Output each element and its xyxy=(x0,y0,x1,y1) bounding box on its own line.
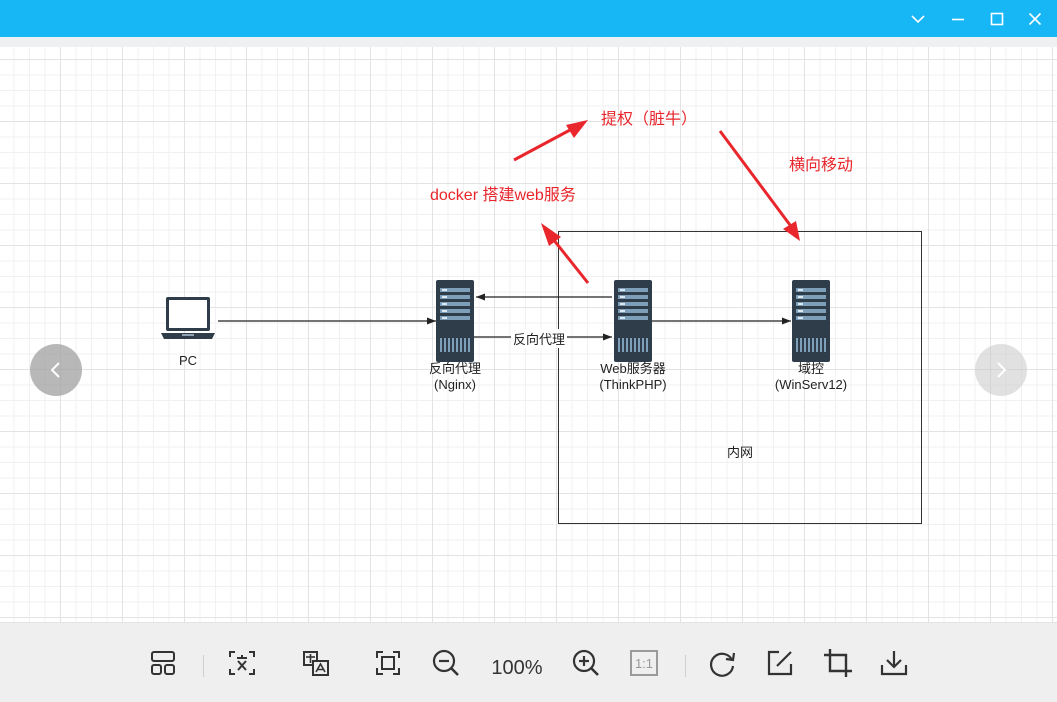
layout-button[interactable] xyxy=(143,643,183,683)
server-icon-domain-controller xyxy=(792,280,830,362)
toolbar-divider xyxy=(203,655,204,677)
crop-icon xyxy=(824,649,852,677)
laptop-icon xyxy=(161,297,215,339)
image-canvas[interactable]: 内网 反向代理 提权（脏牛） 横向移动 docker xyxy=(0,47,1057,622)
node-label-web-line1: Web服务器 xyxy=(600,361,666,376)
node-label-nginx-line1: 反向代理 xyxy=(428,361,481,376)
edit-button[interactable] xyxy=(760,643,800,683)
red-arrow-privilege xyxy=(513,120,588,162)
download-icon xyxy=(880,651,908,676)
previous-image-button[interactable] xyxy=(30,344,82,396)
title-bar xyxy=(0,0,1057,37)
zoom-in-button[interactable] xyxy=(566,643,606,683)
fit-screen-button[interactable] xyxy=(368,643,408,683)
zoom-out-icon xyxy=(432,649,459,676)
crop-button[interactable] xyxy=(818,643,858,683)
actual-size-icon: 1:1 xyxy=(630,650,658,676)
annotation-privilege-escalation: 提权（脏牛） xyxy=(601,111,698,128)
red-arrow-lateral xyxy=(718,130,800,241)
translate-icon xyxy=(303,651,329,676)
connectors xyxy=(218,120,800,341)
fit-screen-icon xyxy=(376,651,400,675)
next-image-button[interactable] xyxy=(975,344,1027,396)
title-bar-divider xyxy=(0,37,1057,47)
ocr-icon xyxy=(229,651,255,675)
node-label-dc-line1: 域控 xyxy=(797,361,824,376)
ocr-button[interactable] xyxy=(222,643,262,683)
annotation-docker-web: docker 搭建web服务 xyxy=(430,187,576,204)
node-label-nginx-line2: (Nginx) xyxy=(434,377,476,392)
intranet-zone-label: 内网 xyxy=(726,445,753,460)
zoom-in-icon xyxy=(572,649,599,676)
node-label-dc-line2: (WinServ12) xyxy=(774,377,848,392)
actual-size-button[interactable]: 1:1 xyxy=(624,643,664,683)
bottom-toolbar: 100% 1:1 xyxy=(0,622,1057,702)
intranet-zone xyxy=(558,231,922,524)
close-icon[interactable] xyxy=(1015,0,1055,37)
toolbar-divider xyxy=(685,655,686,677)
node-label-pc: PC xyxy=(178,353,198,368)
layout-icon xyxy=(151,651,175,675)
edit-icon xyxy=(767,650,793,676)
translate-button[interactable] xyxy=(296,643,336,683)
node-label-web-line2: (ThinkPHP) xyxy=(599,377,667,392)
chevron-down-icon[interactable] xyxy=(898,0,938,37)
chevron-left-icon xyxy=(50,362,60,378)
minimize-icon[interactable] xyxy=(938,0,978,37)
edge-label-reverse-proxy: 反向代理 xyxy=(511,329,568,348)
red-arrow-docker xyxy=(541,223,590,284)
download-button[interactable] xyxy=(874,643,914,683)
zoom-level: 100% xyxy=(491,657,543,679)
chevron-right-icon xyxy=(997,362,1007,378)
server-icon-web xyxy=(614,280,652,362)
rotate-button[interactable] xyxy=(703,643,743,683)
rotate-icon xyxy=(709,652,736,677)
maximize-icon[interactable] xyxy=(977,0,1017,37)
actual-size-label: 1:1 xyxy=(635,656,653,671)
zoom-out-button[interactable] xyxy=(426,643,466,683)
annotation-lateral-movement: 横向移动 xyxy=(789,157,854,174)
server-icon-nginx xyxy=(436,280,474,362)
